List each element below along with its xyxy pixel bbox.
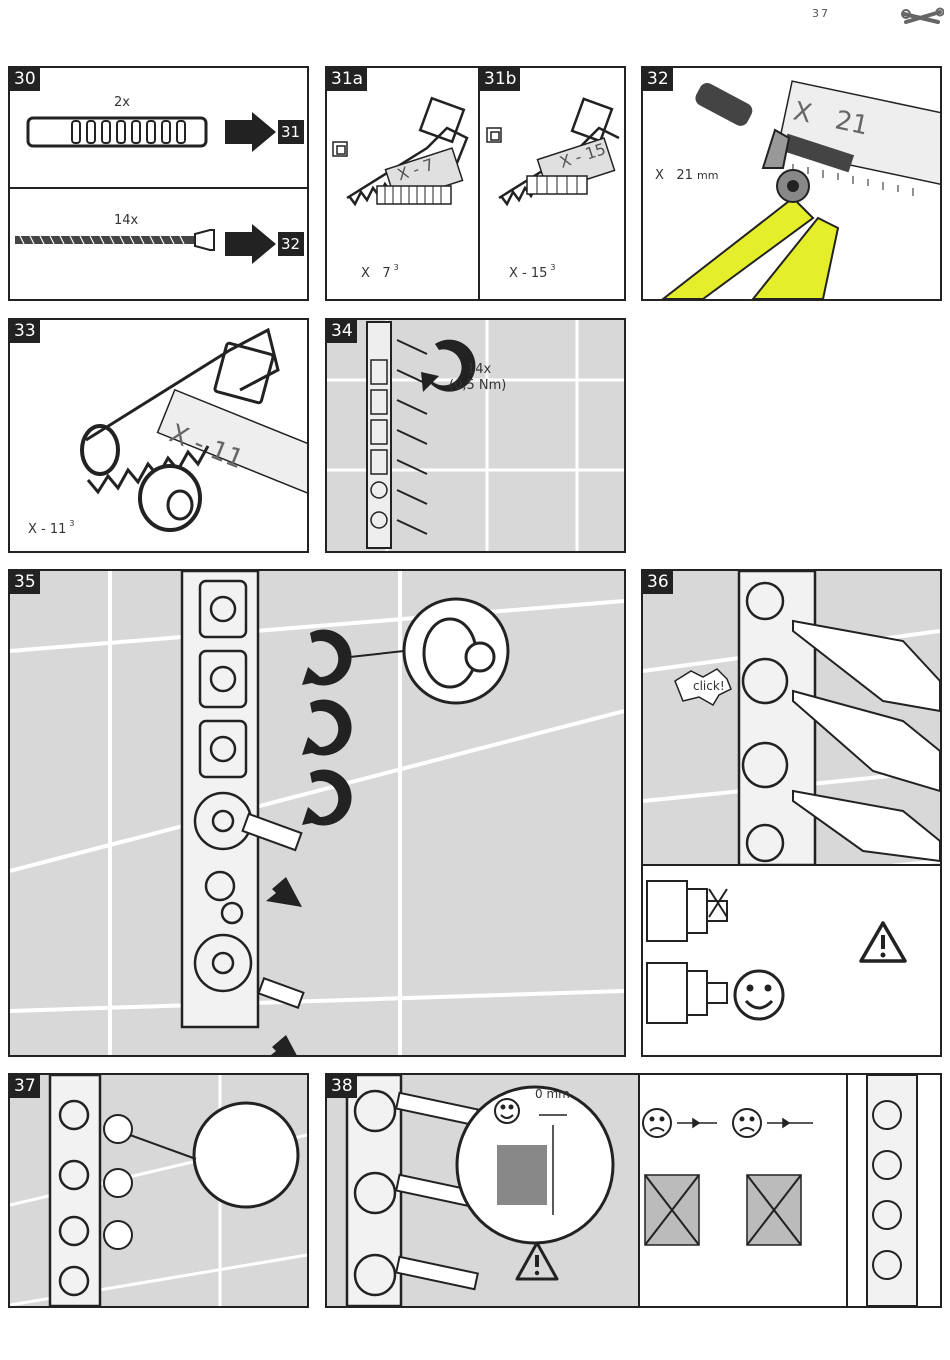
step-31-panel: 31a 31b X - 7 X - 15 X 7	[325, 66, 626, 301]
installation-illustration	[10, 571, 624, 1055]
step-34-panel: 34 14x (0,5 Nm)	[325, 318, 626, 553]
step-number: 33	[10, 320, 40, 343]
step-number: 32	[643, 68, 673, 91]
step-ref-32: 32	[281, 235, 300, 253]
step-number: 31a	[327, 68, 367, 91]
step-number: 38	[327, 1075, 357, 1098]
step-number: 36	[643, 571, 673, 594]
wrench-icon	[900, 6, 944, 30]
detail-callout	[194, 1103, 298, 1207]
step-number: 35	[10, 571, 40, 594]
quantity-label: 14x	[467, 362, 491, 377]
pliers-illustration	[643, 68, 940, 299]
step-38-panel: 38	[325, 1073, 942, 1308]
step-number: 34	[327, 320, 357, 343]
saw-illustration	[327, 68, 624, 299]
saw-illustration	[10, 320, 307, 551]
click-illustration	[643, 571, 940, 1055]
arrow-right-icon	[225, 112, 276, 264]
arrow-right-icon	[252, 869, 302, 1055]
screw-illustration	[15, 230, 214, 250]
step-35-panel: 35	[8, 569, 626, 1057]
step-30-panel: 30 2x 31 14x 3	[8, 66, 309, 301]
step-number: 30	[10, 68, 40, 91]
anchor-plug-illustration	[10, 68, 307, 299]
gap-label: 0 mm	[535, 1087, 570, 1101]
torque-label: (0,5 Nm)	[449, 378, 506, 393]
step-number: 37	[10, 1075, 40, 1098]
wall-tiles	[327, 320, 624, 551]
torque-arrow-icon	[302, 629, 352, 825]
step-32-panel: 32 X 21 X 21 mm	[641, 66, 942, 301]
page-number: 37	[812, 7, 830, 20]
quantity-label: 14x	[114, 213, 138, 228]
step-37-panel: 37	[8, 1073, 309, 1308]
threaded-adapter	[140, 466, 200, 530]
anchor-insert-illustration	[10, 1075, 307, 1306]
step-ref-31: 31	[281, 123, 300, 141]
gauge-illustration	[327, 1075, 940, 1306]
cut-length-label: X 21 mm	[655, 168, 718, 183]
step-36-panel: 36 click!	[641, 569, 942, 1057]
step-number: 31b	[480, 68, 520, 91]
click-label: click!	[693, 679, 725, 693]
